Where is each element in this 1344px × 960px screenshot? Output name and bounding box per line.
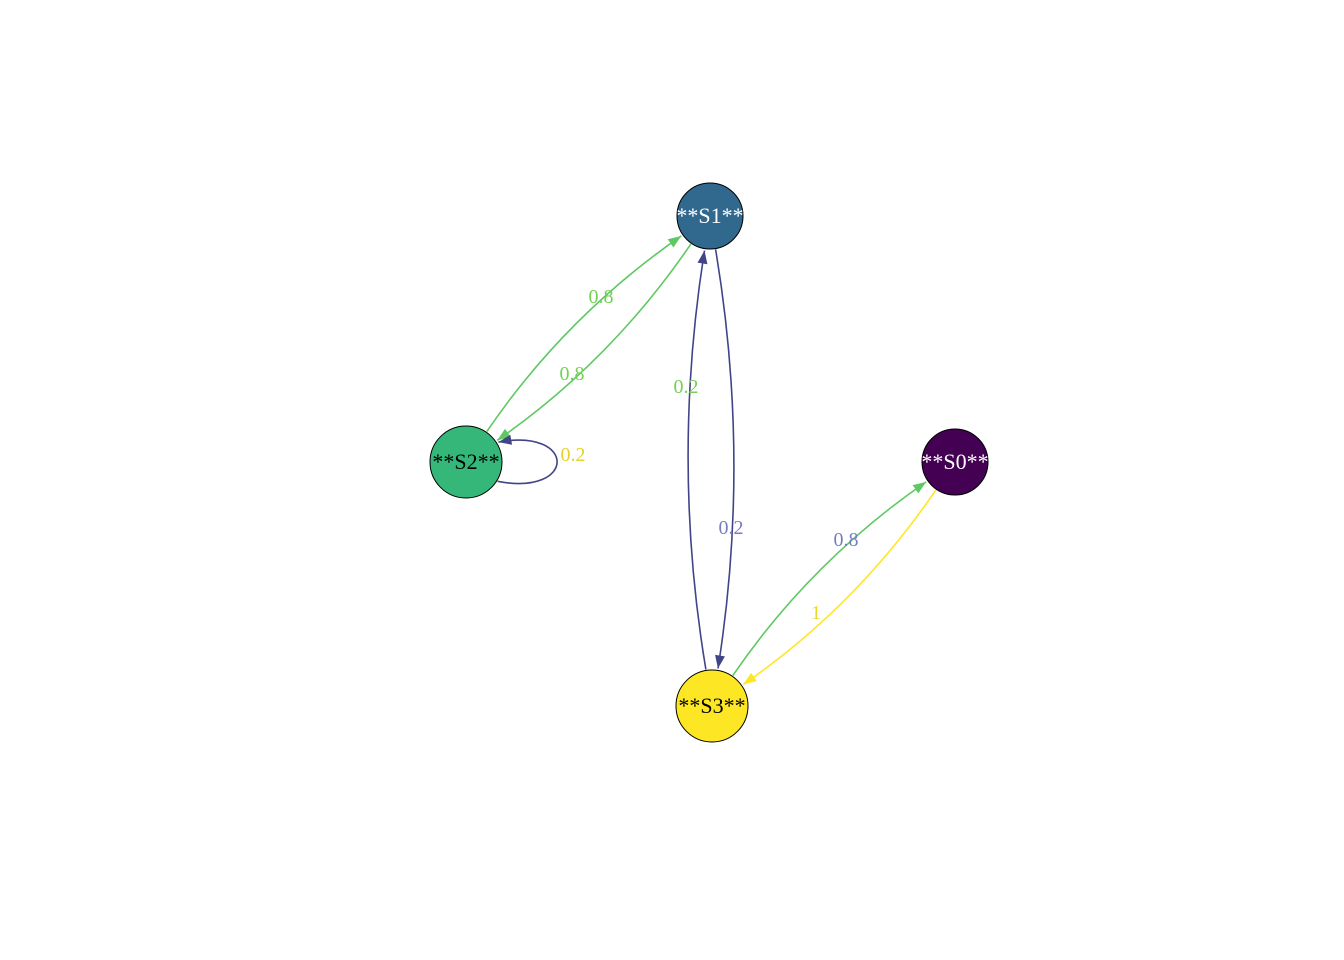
state-node-S1-circle	[676, 182, 744, 250]
edge-S3-S0	[732, 481, 927, 676]
edge-S0-S3-arrowhead-icon	[743, 672, 757, 685]
edge-S2-S2-arrowhead-icon	[498, 434, 513, 445]
state-node-S1: **S1**	[676, 182, 744, 250]
edge-S2-S1	[486, 235, 682, 432]
state-node-S2: **S2**	[429, 425, 503, 499]
edge-S1-S3-arrowhead-icon	[715, 654, 725, 669]
state-node-S0-label: **S0**	[921, 449, 988, 474]
state-node-S0-circle	[921, 428, 989, 496]
edge-S1-S3-label: 0.2	[719, 517, 744, 539]
edge-S0-S3-label: 1	[811, 602, 821, 624]
nodes-layer: **S0** **S1** **S2** **S3**	[429, 182, 989, 743]
state-node-S2-circle	[429, 425, 503, 499]
state-node-S0: **S0**	[921, 428, 989, 496]
state-node-S1-label: **S1**	[676, 203, 743, 228]
edge-S3-S1-arrowhead-icon	[697, 250, 708, 265]
edge-S1-S2-label: 0.8	[560, 363, 585, 385]
edge-S0-S3	[742, 489, 937, 686]
edge-S2-S2	[497, 439, 558, 485]
edges-layer	[486, 235, 937, 686]
edge-S3-S1	[687, 250, 707, 670]
edge-S2-S2-label: 0.2	[561, 444, 586, 466]
state-node-S3: **S3**	[675, 669, 749, 743]
edge-S3-S1-label: 0.2	[674, 376, 699, 398]
state-node-S2-label: **S2**	[432, 449, 499, 474]
edge-S1-S3	[714, 249, 735, 669]
edge-S2-S1-arrowhead-icon	[667, 235, 682, 248]
state-node-S3-label: **S3**	[678, 693, 745, 718]
edge-S3-S0-label: 0.8	[834, 529, 859, 551]
state-node-S3-circle	[675, 669, 749, 743]
edge-S2-S1-label: 0.8	[589, 286, 614, 308]
edge-S3-S0-arrowhead-icon	[912, 481, 927, 494]
edge-S1-S2	[496, 243, 692, 441]
edge-labels-layer: 0.8 0.8 0.2 0.2 0.2 0.8 1	[560, 286, 859, 624]
